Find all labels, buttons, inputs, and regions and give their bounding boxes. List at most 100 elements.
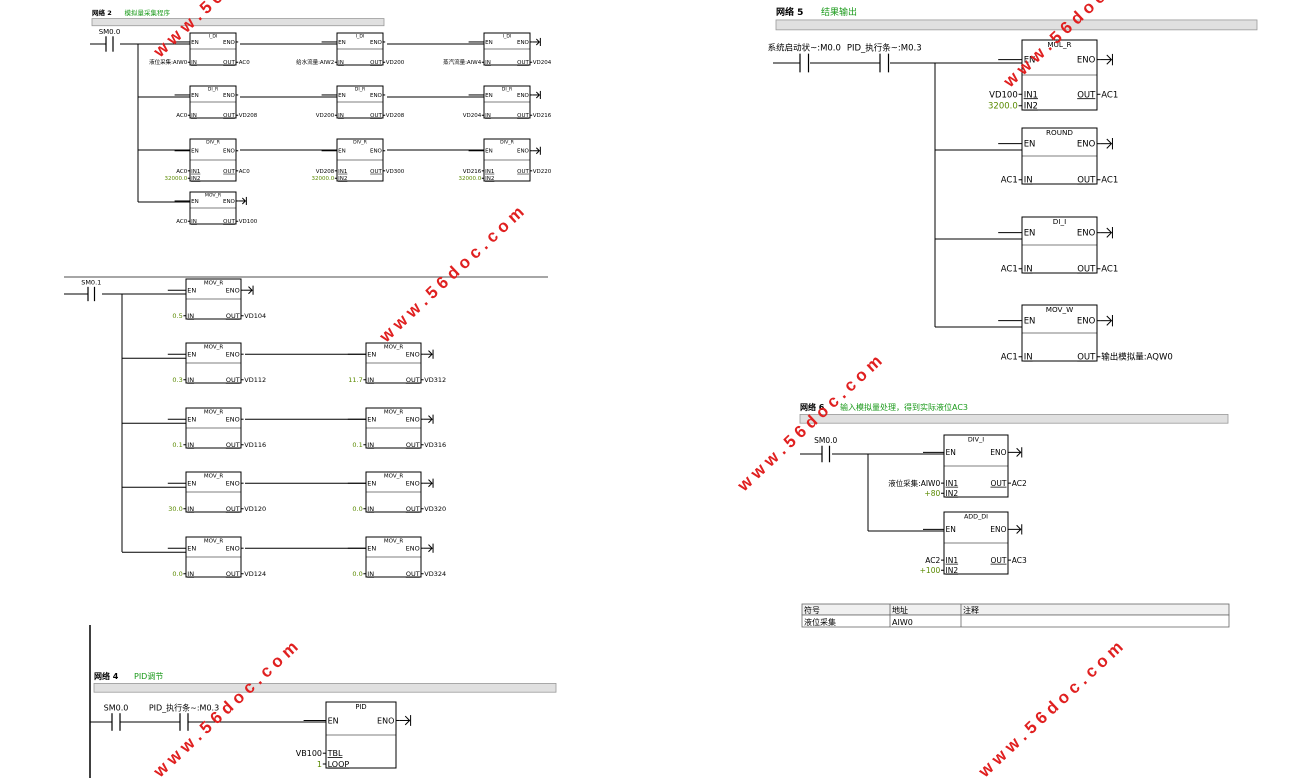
input-operand[interactable]: 32000.0 [312, 176, 335, 182]
output-operand[interactable]: VD312 [424, 376, 446, 384]
input-operand[interactable]: VB100 [296, 749, 322, 758]
output-operand[interactable]: VD116 [244, 441, 266, 449]
output-operand[interactable]: VD216 [533, 113, 552, 119]
input-operand[interactable]: 32000.0 [165, 176, 188, 182]
pin-eno: ENO [406, 415, 420, 423]
input-operand[interactable]: AC0 [176, 219, 188, 225]
output-operand[interactable]: VD120 [244, 505, 266, 513]
pin-en: EN [338, 149, 346, 155]
output-operand[interactable]: VD100 [239, 219, 258, 225]
input-operand[interactable]: 0.0 [172, 570, 182, 578]
table-cell[interactable]: AIW0 [892, 618, 913, 627]
contact-sm0-0[interactable]: SM0.0 [814, 436, 838, 463]
contact-sm0-0[interactable]: SM0.0 [99, 28, 121, 52]
input-operand[interactable]: AC2 [925, 556, 940, 565]
output-operand[interactable]: AC0 [239, 60, 251, 66]
output-operand[interactable]: VD300 [386, 169, 405, 175]
input-operand[interactable]: VD200 [316, 113, 335, 119]
input-operand[interactable]: 3200.0 [988, 102, 1018, 112]
output-operand[interactable]: VD104 [244, 312, 266, 320]
input-operand[interactable]: VD204 [463, 113, 482, 119]
contact-sm0-0[interactable]: SM0.0 [104, 703, 129, 731]
contact-m0-3[interactable]: PID_执行条~:M0.3 [149, 702, 219, 731]
pin-eno: ENO [370, 40, 383, 46]
output-operand[interactable]: AC1 [1101, 90, 1118, 100]
output-operand[interactable]: AC3 [1012, 556, 1027, 565]
input-operand[interactable]: 0.0 [352, 570, 362, 578]
input-operand[interactable]: 0.0 [352, 505, 362, 513]
input-operand[interactable]: 30.0 [168, 505, 182, 513]
input-operand[interactable]: AC0 [176, 169, 188, 175]
output-operand[interactable]: VD112 [244, 376, 266, 384]
input-operand[interactable]: 1 [317, 760, 322, 769]
output-operand[interactable]: VD324 [424, 570, 446, 578]
input-operand[interactable]: 0.5 [172, 312, 182, 320]
input-operand[interactable]: +100 [920, 566, 941, 575]
output-operand[interactable]: AC1 [1101, 265, 1118, 275]
output-operand[interactable]: VD124 [244, 570, 266, 578]
input-operand[interactable]: 蒸汽流量:AIW4 [443, 58, 482, 66]
contact-sm0-1[interactable]: SM0.1 [81, 279, 101, 302]
input-operand[interactable]: 液位采集:AIW0 [888, 478, 940, 488]
output-operand[interactable]: VD208 [239, 113, 258, 119]
output-operand[interactable]: AC2 [1012, 479, 1027, 488]
output-operand[interactable]: VD208 [386, 113, 405, 119]
output-operand[interactable]: VD200 [386, 60, 405, 66]
output-operand[interactable]: VD316 [424, 441, 446, 449]
input-operand[interactable]: 0.1 [352, 441, 362, 449]
input-operand[interactable]: AC1 [1001, 353, 1018, 363]
output-operand[interactable]: VD204 [533, 60, 552, 66]
block-title: DI_I [1053, 217, 1066, 226]
pin-out: OUT [991, 479, 1007, 488]
contact-m0-0[interactable]: 系统启动状~:M0.0 [768, 43, 841, 73]
output-operand[interactable]: VD220 [533, 169, 552, 175]
output-operand[interactable]: AC0 [239, 169, 251, 175]
input-operand[interactable]: +80 [924, 489, 940, 498]
input-operand[interactable]: AC0 [176, 113, 188, 119]
input-operand[interactable]: VD208 [316, 169, 335, 175]
eno-arrow [1011, 524, 1023, 535]
input-operand[interactable]: 0.1 [172, 441, 182, 449]
output-operand[interactable]: AC1 [1101, 176, 1118, 186]
input-operand[interactable]: VD100 [989, 90, 1018, 100]
input-operand[interactable]: 32000.0 [459, 176, 482, 182]
input-operand[interactable]: 液位采集:AIW0 [149, 58, 188, 66]
pin-in2: IN2 [946, 489, 959, 498]
output-operand[interactable]: VD320 [424, 505, 446, 513]
input-operand[interactable]: 0.3 [172, 376, 182, 384]
input-operand[interactable]: AC1 [1001, 176, 1018, 186]
input-operand[interactable]: AC1 [1001, 265, 1018, 275]
input-operand[interactable]: VD216 [463, 169, 482, 175]
input-operand[interactable]: 11.7 [348, 376, 362, 384]
contact-m0-3[interactable]: PID_执行条~:M0.3 [847, 43, 922, 73]
input-operand[interactable]: 给水流量:AIW2 [296, 58, 334, 66]
table-cell[interactable]: 液位采集 [804, 617, 836, 627]
output-operand[interactable]: 输出模拟量:AQW0 [1101, 352, 1173, 363]
